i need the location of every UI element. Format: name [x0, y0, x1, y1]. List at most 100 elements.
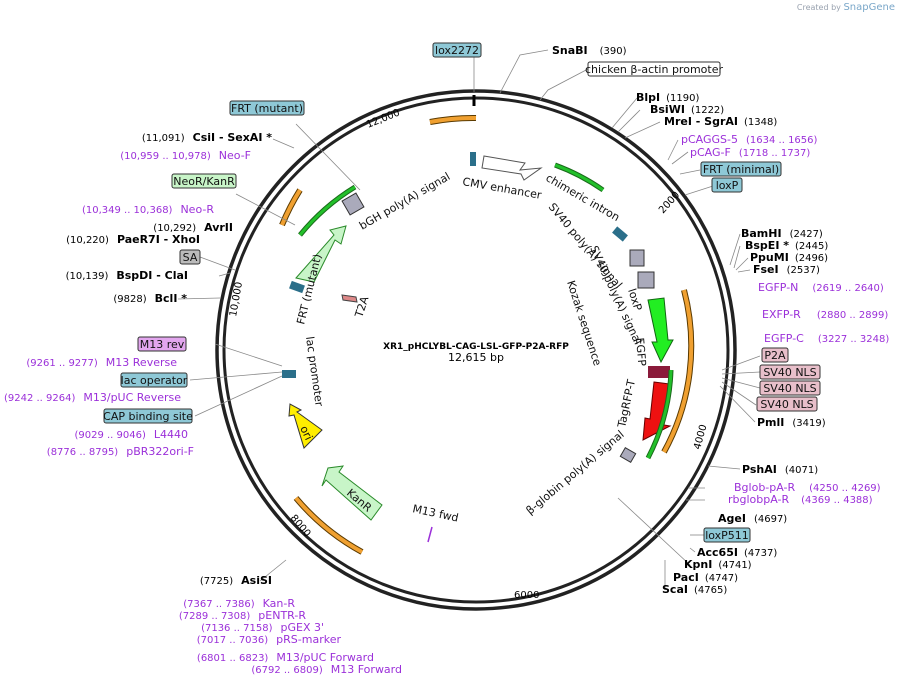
primer-m13pucfwd-range: (6801 .. 6823): [197, 653, 269, 664]
primer-rbglobpar-name: rbglobpA-R: [728, 493, 789, 506]
primer-l4440-range: (9029 .. 9046): [74, 430, 146, 441]
enzyme-paci-pos: (4747): [705, 573, 738, 584]
neor-kanr-box: [171, 173, 237, 189]
loxp511-box: [703, 527, 751, 543]
cap-binding-box: [103, 408, 193, 424]
p2a-marker: [648, 366, 670, 378]
svg-text:BamHI(2427): BamHI(2427): [741, 227, 823, 240]
frt-mutant-mark: [289, 280, 305, 294]
frt-mutant-box: [229, 100, 305, 116]
orange-feature-top: [429, 115, 477, 124]
svg-text:Acc65I(4737): Acc65I(4737): [697, 546, 777, 559]
enzyme-snabi-pos: (390): [600, 46, 627, 57]
svg-text:(10,349 .. 10,368)Neo-R: (10,349 .. 10,368)Neo-R: [82, 203, 214, 216]
svg-text:EGFP-N(2619 .. 2640): EGFP-N(2619 .. 2640): [758, 281, 884, 294]
svg-text:(9828)BclI *: (9828)BclI *: [113, 292, 187, 305]
enzyme-xhoi-name: PaeR7I - XhoI: [117, 233, 200, 246]
svg-text:(6801 .. 6823)M13/pUC Forward: (6801 .. 6823)M13/pUC Forward: [197, 651, 374, 664]
svg-text:(9029 .. 9046)L4440: (9029 .. 9046) L4440: [74, 428, 188, 441]
m13-rev-label: M13 rev: [140, 338, 185, 351]
svg-text:EXFP-R(2880 .. 2899): EXFP-R(2880 .. 2899): [762, 308, 888, 321]
svg-text:(10,959 .. 10,978)Neo-F: (10,959 .. 10,978)Neo-F: [120, 149, 251, 162]
cap-binding-label: CAP binding site: [103, 410, 193, 423]
svg-text:KpnI(4741): KpnI(4741): [684, 558, 752, 571]
enzyme-kpni-pos: (4741): [718, 560, 751, 571]
egfp-arrow: [647, 297, 674, 364]
loxp-label: loxP: [716, 179, 739, 192]
enzyme-scai-pos: (4765): [694, 585, 727, 596]
enzyme-pmli-name: PmlI: [757, 416, 784, 429]
primer-m13fwd-name: M13 Forward: [331, 663, 402, 676]
svg-text:PmlI(3419): PmlI(3419): [757, 416, 826, 429]
enzyme-asisi-pos: (7725): [200, 576, 233, 587]
enzyme-bsiwi-pos: (1222): [691, 105, 724, 116]
svg-text:BlpI(1190): BlpI(1190): [636, 91, 699, 104]
enzyme-fsei-name: FseI: [753, 263, 779, 276]
enzyme-ppumi-pos: (2496): [795, 253, 828, 264]
primer-neof-name: Neo-F: [219, 149, 251, 162]
svg-text:FseI(2537): FseI(2537): [753, 263, 820, 276]
loxp511-label: loxP511: [705, 529, 749, 542]
enzyme-clai-pos: (10,139): [66, 271, 109, 282]
bgh-label: bGH poly(A) signal: [357, 170, 452, 233]
enzyme-bcli-name: BclI *: [155, 292, 188, 305]
svg-text:MreI - SgrAI(1348): MreI - SgrAI(1348): [664, 115, 777, 128]
primer-kanr-name: Kan-R: [263, 597, 296, 610]
primer-pcaggs5-range: (1634 .. 1656): [746, 135, 818, 146]
sa-label: SA: [183, 251, 198, 264]
primer-prsmarker-range: (7017 .. 7036): [197, 635, 269, 646]
svg-text:(10,139)BspDI - ClaI: (10,139)BspDI - ClaI: [66, 269, 188, 282]
enzyme-xhoi-pos: (10,220): [66, 235, 109, 246]
p2a-label: P2A: [764, 349, 786, 362]
enzyme-ppumi-name: PpuMI: [750, 251, 789, 264]
lac-operator-label: lac operator: [121, 374, 188, 387]
cmv-enhancer-label: CMV enhancer: [461, 175, 542, 202]
svg-text:(9242 .. 9264)M13/pUC Reverse: (9242 .. 9264)M13/pUC Reverse: [4, 391, 181, 404]
sv40-nls-label-2: SV40 NLS: [763, 382, 816, 395]
primer-bglobpar-range: (4250 .. 4269): [809, 483, 881, 494]
snapgene-logo: SnapGene: [843, 2, 895, 13]
loxp-marker-1: [612, 226, 628, 242]
svg-text:(10,292)AvrII: (10,292)AvrII: [153, 221, 233, 234]
orange-feature-right: [662, 289, 694, 453]
primer-pentrr-name: pENTR-R: [258, 609, 306, 622]
svg-text:(7725)AsiSI: (7725) AsiSI: [200, 574, 272, 587]
primer-pentrr-range: (7289 .. 7308): [179, 611, 251, 622]
enzyme-bspei-pos: (2445): [795, 241, 828, 252]
primer-pcagf-range: (1718 .. 1737): [739, 148, 811, 159]
svg-text:(8776 .. 8795)pBR322ori-F: (8776 .. 8795) pBR322ori-F: [47, 445, 194, 458]
primer-bglobpar-name: Bglob-pA-R: [734, 481, 796, 494]
enzyme-bamhi-pos: (2427): [790, 229, 823, 240]
svg-text:pCAGGS-5(1634 .. 1656): pCAGGS-5 (1634 .. 1656): [681, 133, 818, 146]
neor-kanr-label: NeoR/KanR: [173, 175, 235, 188]
primer-neor-name: Neo-R: [180, 203, 214, 216]
primer-m13pucrev-range: (9242 .. 9264): [4, 393, 76, 404]
loxp-box: [711, 177, 743, 193]
enzyme-asisi-name: AsiSI: [241, 574, 272, 587]
ori-arrow: [288, 403, 323, 449]
enzyme-acc65i-pos: (4737): [744, 548, 777, 559]
lac-promoter-label: lac promoter: [303, 336, 326, 408]
svg-text:(7289 .. 7308)pENTR-R: (7289 .. 7308) pENTR-R: [179, 609, 306, 622]
tick-12000: 12,000: [365, 107, 402, 130]
orange-feature-bottom: [294, 496, 363, 554]
lac-operator-mark: [282, 370, 296, 378]
primer-egfpc-range: (3227 .. 3248): [818, 334, 890, 345]
primer-pbr322orif-name: pBR322ori-F: [126, 445, 194, 458]
frt-mutant-label: FRT (mutant): [231, 102, 303, 115]
credit-prefix: Created by: [796, 3, 841, 12]
primer-kanr-range: (7367 .. 7386): [183, 599, 255, 610]
bglobin-box: [619, 446, 637, 464]
primer-pgex3-range: (7136 .. 7158): [201, 623, 273, 634]
egfp-label: EGFP: [633, 337, 648, 367]
primer-l4440-name: L4440: [154, 428, 188, 441]
green-feature-right-fill: [646, 369, 673, 459]
cmv-enhancer-arrow: [481, 155, 543, 181]
primer-pcaggs5-name: pCAGGS-5: [681, 133, 738, 146]
sa-box: [179, 249, 201, 265]
t2a-marker: [341, 294, 358, 303]
m13-fwd-label: M13 fwd: [411, 502, 459, 524]
svg-text:SnaBI(390): SnaBI(390): [552, 44, 627, 57]
primer-pbr322orif-range: (8776 .. 8795): [47, 447, 119, 458]
